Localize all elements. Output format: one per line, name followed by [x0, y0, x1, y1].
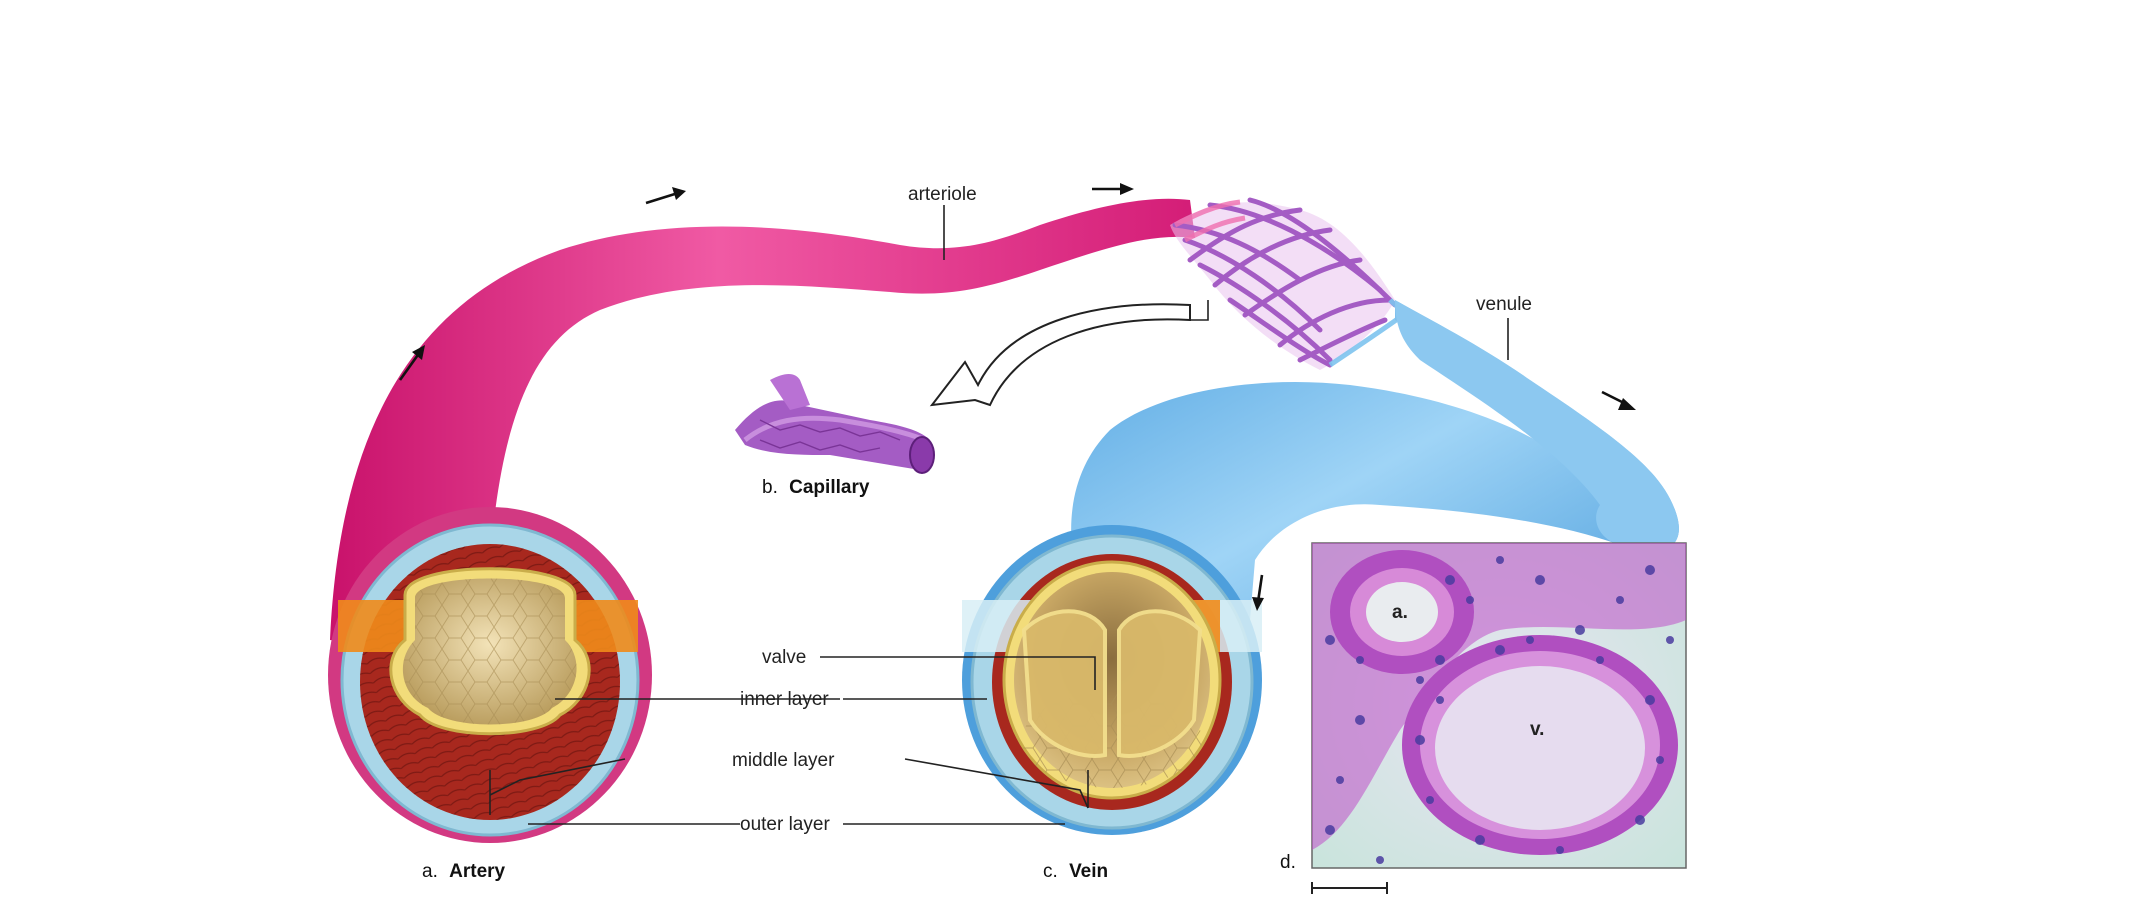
leader-lines — [489, 205, 1509, 825]
flow-arrow-icon — [1252, 574, 1264, 611]
label-middle-layer: middle layer — [732, 750, 835, 771]
label-arteriole: arteriole — [908, 184, 977, 205]
flow-arrows — [398, 183, 1636, 611]
flow-arrow-icon — [1601, 390, 1636, 410]
caption-vein: c. Vein — [1043, 861, 1108, 882]
artery-vessel — [328, 198, 1195, 843]
caption-artery: a. Artery — [422, 861, 506, 882]
capillary-bed — [1170, 197, 1422, 370]
flow-arrow-icon — [645, 187, 686, 205]
flow-arrow-icon — [1092, 183, 1134, 195]
micrograph: a. v. — [1311, 542, 1687, 894]
label-valve: valve — [762, 647, 806, 668]
label-inner-layer: inner layer — [740, 689, 829, 710]
artery-cross-section — [328, 507, 652, 843]
zoom-arrow — [929, 303, 1191, 407]
micrograph-label-artery: a. — [1392, 602, 1408, 623]
label-venule: venule — [1476, 294, 1532, 315]
flow-arrow-icon — [398, 345, 425, 381]
micrograph-label-vein: v. — [1530, 719, 1544, 740]
caption-capillary: b. Capillary — [762, 477, 870, 498]
vein-vessel — [962, 300, 1679, 835]
scale-bar — [1311, 882, 1388, 894]
vein-cross-section — [962, 525, 1262, 835]
label-outer-layer: outer layer — [740, 814, 830, 835]
caption-micrograph: d. — [1280, 852, 1296, 873]
capillary-detail — [735, 374, 935, 474]
